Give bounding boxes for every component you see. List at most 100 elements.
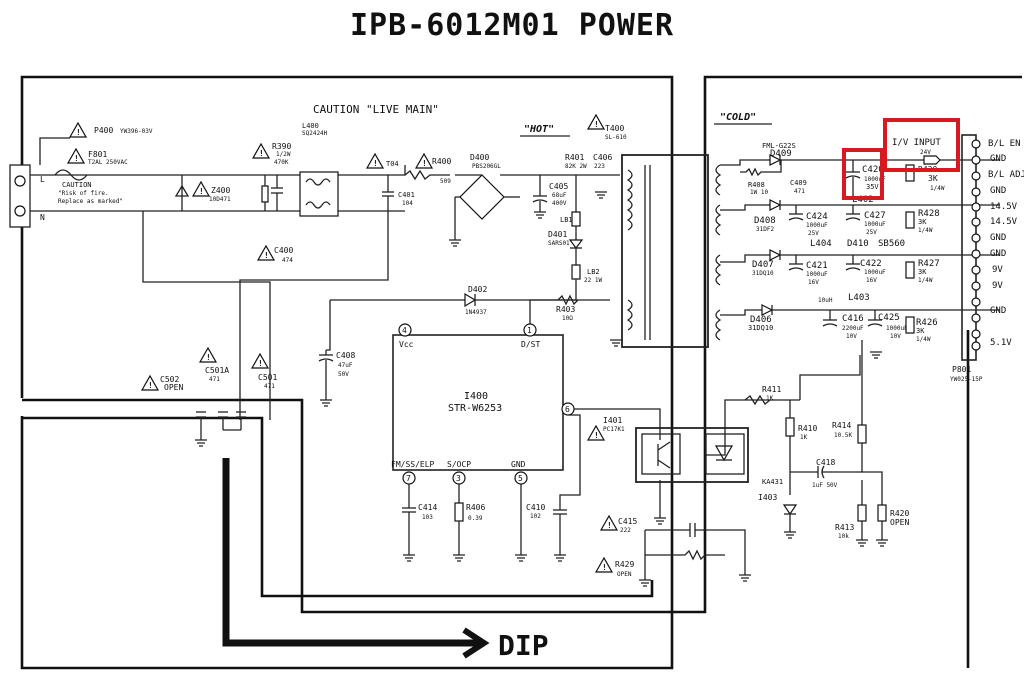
svg-text:1000uF: 1000uF (864, 269, 886, 276)
svg-text:YW025-15P: YW025-15P (950, 376, 983, 383)
line-filter-l400 (299, 171, 339, 217)
svg-text:SB560: SB560 (878, 239, 905, 249)
svg-text:C400: C400 (274, 246, 293, 255)
svg-text:!: ! (206, 353, 211, 362)
svg-text:103: 103 (422, 514, 433, 521)
svg-text:1uF 50V: 1uF 50V (812, 482, 838, 489)
svg-text:470K: 470K (274, 159, 289, 166)
svg-text:1K: 1K (800, 434, 808, 441)
svg-text:C502: C502 (160, 375, 179, 384)
svg-text:2200uF: 2200uF (842, 325, 864, 332)
diagram-title: IPB-6012M01 POWER (349, 8, 675, 43)
svg-text:R428: R428 (918, 209, 940, 219)
svg-text:1/4W: 1/4W (918, 227, 933, 234)
svg-text:R410: R410 (798, 424, 817, 433)
svg-text:R400: R400 (432, 157, 451, 166)
y-capacitors (196, 411, 246, 440)
svg-text:5: 5 (518, 474, 523, 483)
svg-text:R408: R408 (748, 181, 765, 189)
pin-label: 14.5V (990, 202, 1018, 212)
svg-text:CAUTION: CAUTION (62, 181, 92, 189)
svg-text:!: ! (602, 563, 607, 572)
svg-text:471: 471 (264, 383, 275, 390)
svg-text:R420: R420 (890, 509, 909, 518)
svg-text:3K: 3K (928, 174, 938, 183)
svg-text:22 1W: 22 1W (584, 277, 602, 284)
cold-side-boundary (22, 75, 1022, 668)
transformer-t400 (621, 154, 722, 348)
svg-text:1000uF: 1000uF (886, 325, 908, 332)
svg-text:!: ! (373, 159, 378, 168)
svg-text:82K 2W: 82K 2W (565, 163, 587, 170)
svg-text:Replace as marked": Replace as marked" (58, 198, 123, 205)
pin-label: B/L ADJ (988, 170, 1024, 180)
svg-text:C406: C406 (593, 153, 612, 162)
svg-text:KA431: KA431 (762, 478, 783, 486)
iv-input-label: I/V INPUT (892, 138, 941, 148)
pin-label: GND (990, 154, 1006, 164)
pin-label: 9V (992, 281, 1003, 291)
bridge-rectifier-d400 (454, 174, 520, 240)
svg-text:T400: T400 (605, 124, 624, 133)
svg-text:31DF2: 31DF2 (756, 226, 774, 233)
svg-text:474: 474 (282, 257, 293, 264)
svg-text:OPEN: OPEN (890, 518, 909, 527)
svg-text:C415: C415 (618, 517, 637, 526)
svg-text:7: 7 (406, 474, 411, 483)
svg-text:R406: R406 (466, 503, 485, 512)
svg-text:C427: C427 (864, 211, 886, 221)
svg-text:471: 471 (209, 376, 220, 383)
svg-text:I401: I401 (603, 416, 622, 425)
svg-text:L404: L404 (810, 239, 832, 249)
svg-text:10V: 10V (846, 333, 857, 340)
svg-text:1/4W: 1/4W (916, 336, 931, 343)
svg-text:SARS01: SARS01 (548, 240, 570, 247)
pin-label: GND (990, 249, 1006, 259)
svg-text:1000uF: 1000uF (806, 222, 828, 229)
svg-text:471: 471 (794, 188, 805, 195)
svg-text:24V: 24V (920, 149, 931, 156)
svg-text:!: ! (594, 431, 599, 440)
svg-text:16V: 16V (808, 279, 819, 286)
pin-label: GND (990, 306, 1006, 316)
svg-text:223: 223 (594, 163, 605, 170)
svg-text:!: ! (594, 120, 599, 129)
svg-text:1K: 1K (766, 395, 774, 402)
svg-text:C501A: C501A (205, 366, 229, 375)
ground-icon (784, 351, 888, 547)
svg-text:35V: 35V (866, 183, 879, 191)
svg-text:R426: R426 (916, 318, 938, 328)
svg-text:SQ2424H: SQ2424H (302, 130, 328, 137)
svg-text:0.39: 0.39 (468, 515, 483, 522)
svg-text:!: ! (259, 149, 264, 158)
svg-text:PBS206GL: PBS206GL (472, 163, 501, 170)
svg-text:102: 102 (530, 513, 541, 520)
highlight-c420 (842, 148, 884, 200)
ac-inlet-connector (9, 164, 31, 228)
photocoupler-i401 (635, 427, 749, 483)
svg-text:R411: R411 (762, 385, 781, 394)
svg-text:25V: 25V (866, 229, 877, 236)
svg-text:25V: 25V (808, 230, 819, 237)
svg-text:!: ! (264, 251, 269, 260)
dip-label: DIP (498, 629, 549, 662)
svg-text:D402: D402 (468, 285, 487, 294)
svg-text:C424: C424 (806, 212, 828, 222)
svg-text:YW396-03V: YW396-03V (120, 128, 153, 135)
svg-text:C421: C421 (806, 261, 828, 271)
svg-text:509: 509 (440, 178, 451, 185)
svg-text:C405: C405 (549, 182, 568, 191)
caution-live-label: CAUTION "LIVE MAIN" (313, 103, 439, 116)
svg-text:!: ! (148, 381, 153, 390)
svg-text:R403: R403 (556, 305, 575, 314)
svg-text:1/2W: 1/2W (276, 151, 291, 158)
svg-text:1/4W: 1/4W (918, 277, 933, 284)
svg-text:10.5K: 10.5K (834, 432, 852, 439)
ic-i400-label: I400 (464, 391, 488, 402)
svg-text:OPEN: OPEN (164, 383, 183, 392)
svg-text:6: 6 (565, 405, 570, 414)
svg-text:L403: L403 (848, 293, 870, 303)
svg-text:C422: C422 (860, 259, 882, 269)
svg-text:S/OCP: S/OCP (447, 460, 471, 469)
